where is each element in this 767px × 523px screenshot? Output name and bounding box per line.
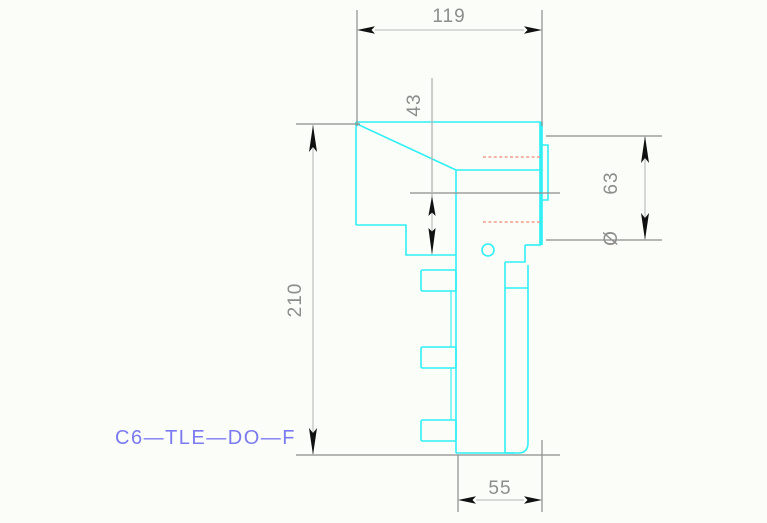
dim-text-119: 119 [432, 6, 465, 27]
tab-upper [420, 269, 457, 292]
right-boss-step [541, 144, 549, 201]
dim-text-63: 63 [601, 171, 622, 194]
dim-text-55: 55 [488, 478, 511, 499]
dimension-210: 210 [285, 125, 317, 455]
dimension-43: 43 [404, 78, 436, 255]
dim-text-210: 210 [285, 283, 306, 318]
dim-text-43: 43 [404, 93, 425, 116]
dim-arrow-210-bottom [309, 428, 317, 455]
tab-lower [420, 419, 457, 442]
dim-arrow-119-left [357, 26, 375, 34]
extension-lines [296, 10, 662, 512]
dim-arrow-55-left [458, 496, 476, 504]
tab-middle [420, 346, 457, 369]
right-column-outline [505, 245, 526, 263]
hidden-lines [483, 156, 541, 223]
dim-arrow-43-up [428, 196, 436, 216]
pilot-hole-circle [481, 243, 495, 257]
dim-arrow-63-bottom [641, 213, 649, 240]
dim-arrow-55-right [524, 496, 542, 504]
dim-arrow-210-top [309, 125, 317, 152]
dimension-119: 119 [357, 6, 542, 34]
dimension-55: 55 [458, 478, 542, 504]
part-geometry [355, 121, 549, 454]
right-column-right-wall [505, 265, 529, 454]
chamfer-diagonal [356, 123, 457, 171]
step-notch [356, 224, 456, 256]
dim-arrow-43-down [428, 228, 436, 255]
dim-arrow-119-right [524, 26, 542, 34]
dim-arrow-63-top [641, 136, 649, 163]
dimension-diameter-63: 63 Ø [601, 136, 649, 246]
part-label: C6—TLE—DO—F [115, 427, 296, 449]
dim-symbol-diameter: Ø [601, 230, 622, 246]
